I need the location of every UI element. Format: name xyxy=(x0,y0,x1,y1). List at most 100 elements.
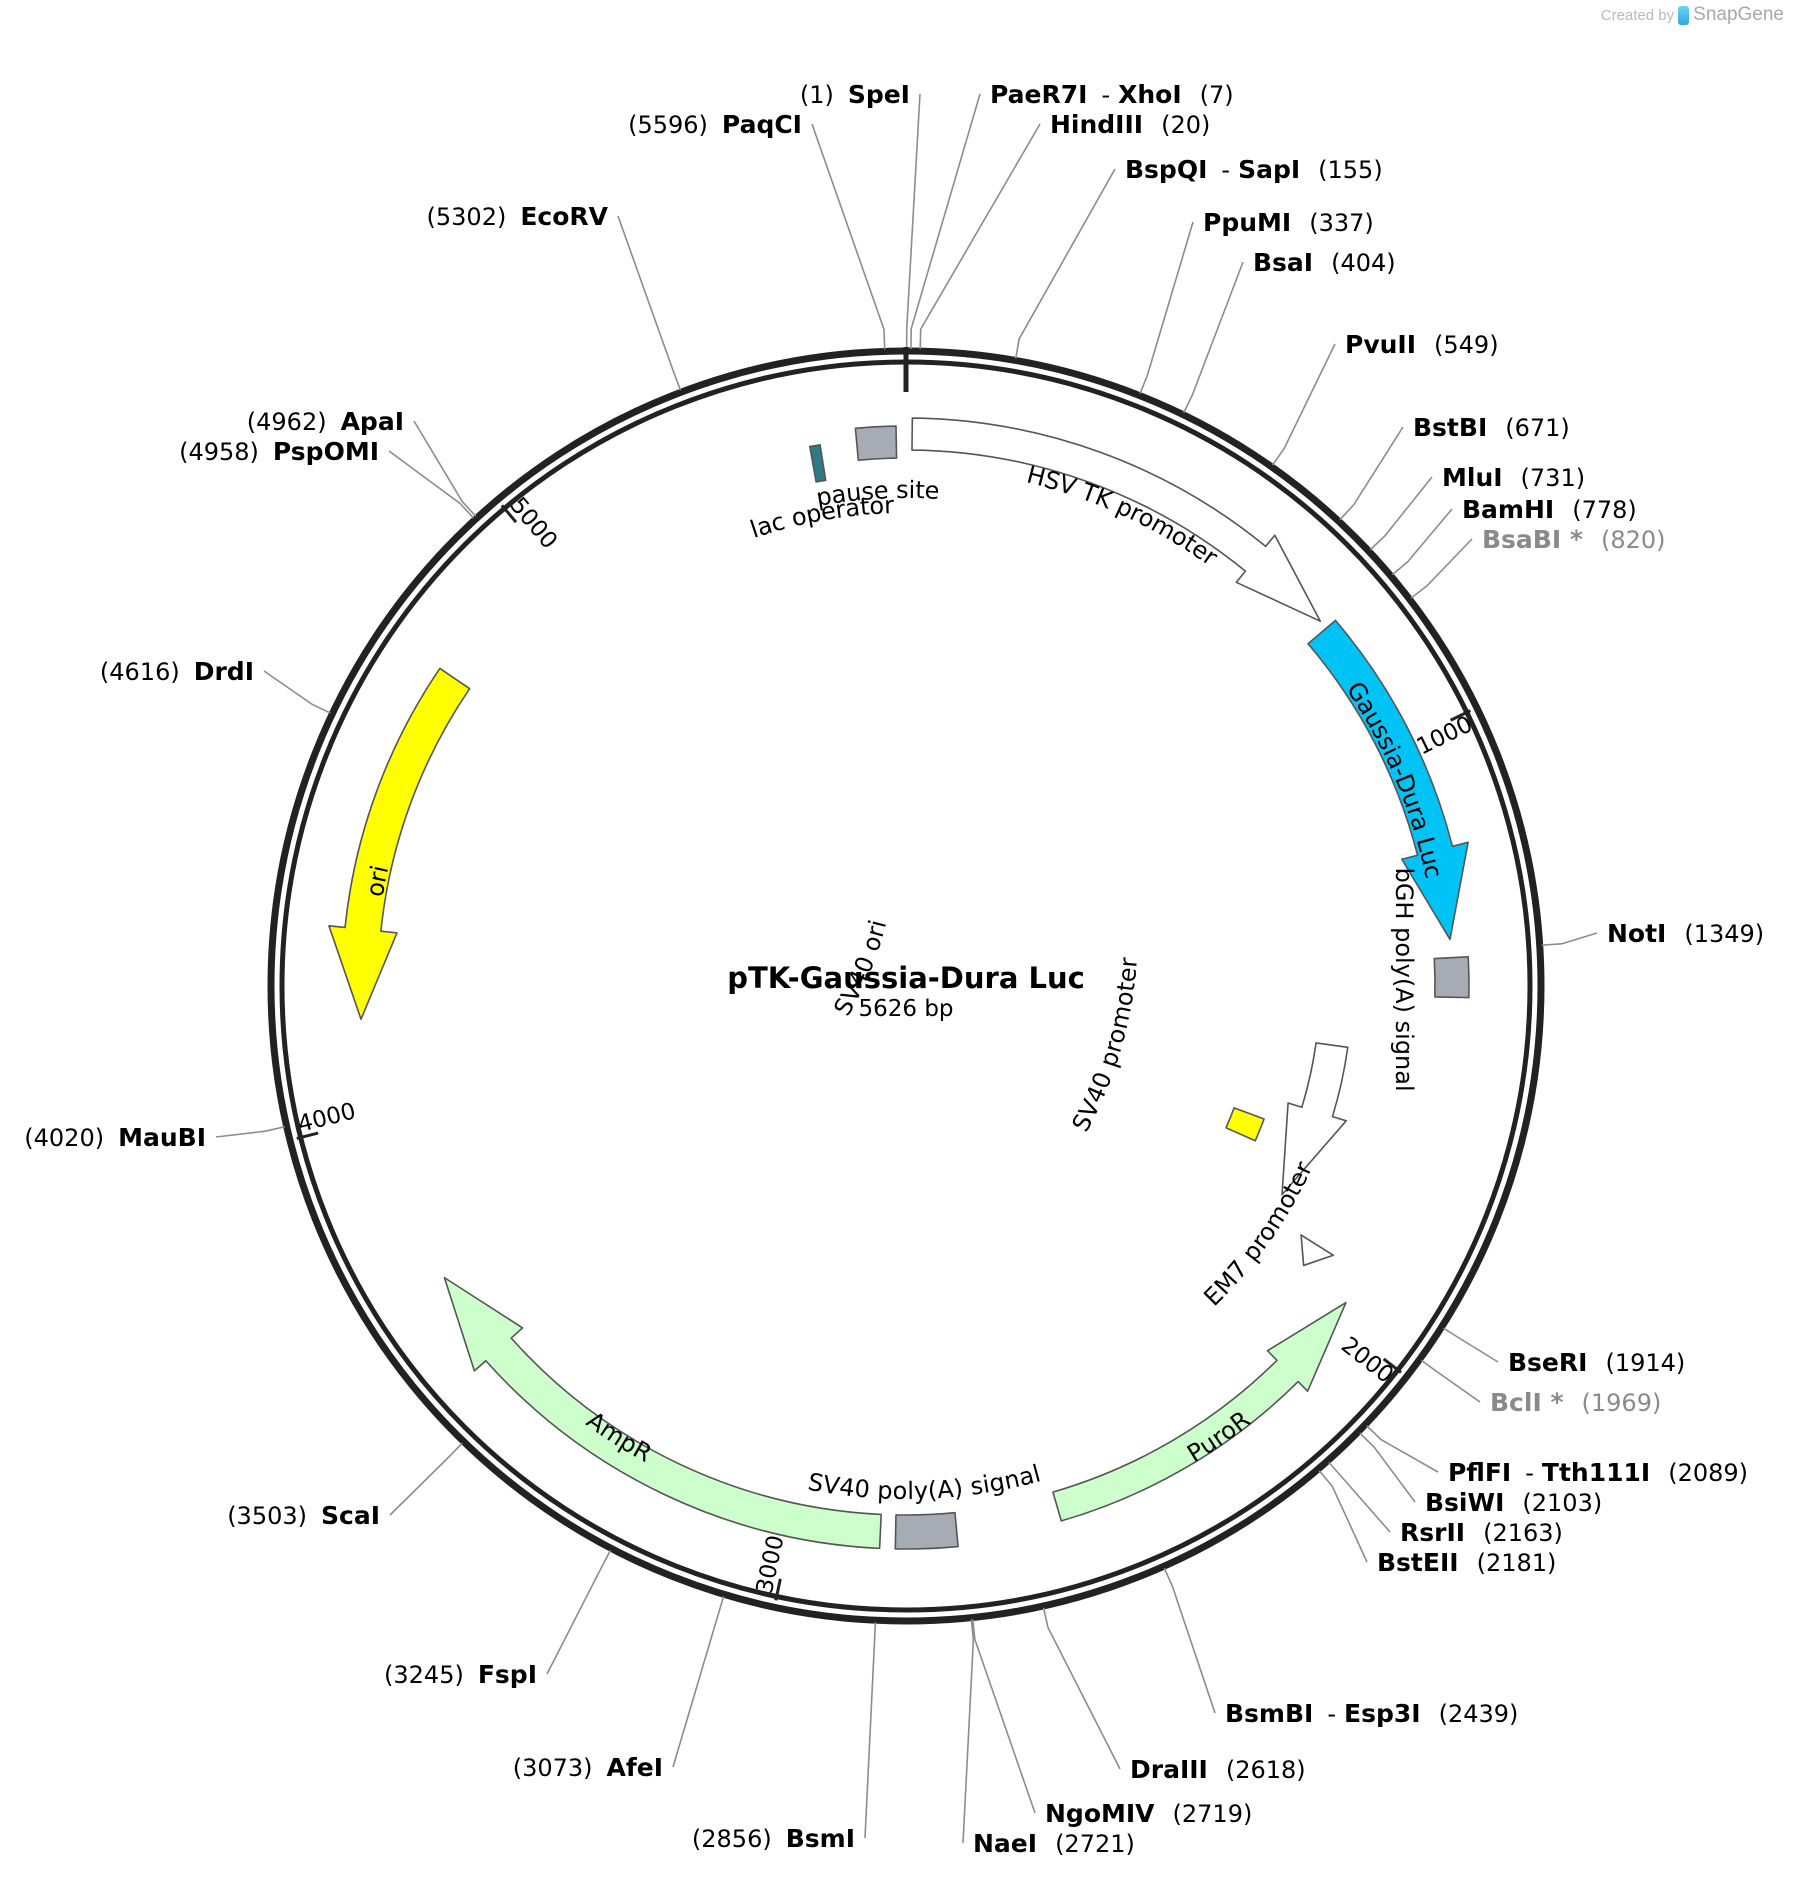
leader-bsmbi xyxy=(1163,1567,1216,1714)
site-pos-drdi: (4616) xyxy=(100,658,180,686)
site-bsmi[interactable]: (2856)BsmI xyxy=(692,1824,855,1853)
site-paqci[interactable]: (5596)PaqCI xyxy=(628,110,802,139)
site-name-ppumi: PpuMI xyxy=(1203,208,1291,237)
site-label-bsai[interactable]: BsaI(404) xyxy=(1253,248,1396,277)
site-label-pvuii[interactable]: PvuII(549) xyxy=(1345,330,1499,359)
site-pflfi[interactable]: PflFI-Tth111I(2089) xyxy=(1448,1458,1748,1487)
site-name-apai: ApaI xyxy=(341,407,404,436)
site-name2-bsmbi: Esp3I xyxy=(1344,1699,1421,1728)
hsv-tk-promoter-shape xyxy=(911,417,1322,622)
site-name-ecorv: EcoRV xyxy=(520,202,608,231)
site-label-afei[interactable]: (3073)AfeI xyxy=(513,1753,663,1782)
leader-bspqi xyxy=(1014,168,1116,359)
site-pspomi[interactable]: (4958)PspOMI xyxy=(179,437,379,466)
site-label-pflfi[interactable]: PflFI-Tth111I(2089) xyxy=(1448,1458,1748,1487)
site-label-bsiwi[interactable]: BsiWI(2103) xyxy=(1425,1488,1602,1517)
site-bcli[interactable]: BclI * (1969) xyxy=(1490,1388,1661,1417)
snapgene-credit: Created by SnapGene xyxy=(1601,4,1784,26)
site-bspqi[interactable]: BspQI-SapI(155) xyxy=(1125,155,1383,184)
site-label-bcli[interactable]: BclI * (1969) xyxy=(1490,1388,1661,1417)
site-label-noti[interactable]: NotI(1349) xyxy=(1607,919,1764,948)
site-ngomiv[interactable]: NgoMIV(2719) xyxy=(1045,1799,1252,1828)
site-afei[interactable]: (3073)AfeI xyxy=(513,1753,663,1782)
puror-shape xyxy=(1052,1301,1347,1522)
site-ecorv[interactable]: (5302)EcoRV xyxy=(427,202,609,231)
site-draiii[interactable]: DraIII(2618) xyxy=(1130,1755,1306,1784)
site-name-hindiii: HindIII xyxy=(1050,110,1143,139)
site-sep-bsmbi: - xyxy=(1327,1700,1336,1728)
site-name-bamhi: BamHI xyxy=(1462,495,1554,524)
site-label-maubi[interactable]: (4020)MauBI xyxy=(24,1123,206,1152)
site-spei[interactable]: (1)SpeI xyxy=(800,80,910,109)
site-label-apai[interactable]: (4962)ApaI xyxy=(247,407,404,436)
site-label-ppumi[interactable]: PpuMI(337) xyxy=(1203,208,1374,237)
site-pos-mlui: (731) xyxy=(1521,464,1586,492)
site-paer7i[interactable]: PaeR7I-XhoI(7) xyxy=(990,80,1234,109)
site-label-fspi[interactable]: (3245)FspI xyxy=(384,1660,537,1689)
site-sep-pflfi: - xyxy=(1525,1459,1534,1487)
site-label-bstbi[interactable]: BstBI(671) xyxy=(1413,413,1570,442)
site-label-spei[interactable]: (1)SpeI xyxy=(800,80,910,109)
leader-afei xyxy=(672,1596,725,1768)
leader-bsabi xyxy=(1410,538,1473,599)
site-ppumi[interactable]: PpuMI(337) xyxy=(1203,208,1374,237)
site-label-bsteii[interactable]: BstEII(2181) xyxy=(1377,1548,1556,1577)
site-name-paer7i: PaeR7I xyxy=(990,80,1087,109)
leader-bsmi xyxy=(864,1622,877,1839)
site-label-ecorv[interactable]: (5302)EcoRV xyxy=(427,202,609,231)
site-name-noti: NotI xyxy=(1607,919,1666,948)
site-label-ngomiv[interactable]: NgoMIV(2719) xyxy=(1045,1799,1252,1828)
site-bsabi[interactable]: BsaBI *(820) xyxy=(1482,525,1666,554)
site-bamhi[interactable]: BamHI(778) xyxy=(1462,495,1637,524)
site-mlui[interactable]: MluI(731) xyxy=(1442,463,1585,492)
site-label-naei[interactable]: NaeI(2721) xyxy=(973,1829,1135,1858)
site-bsiwi[interactable]: BsiWI(2103) xyxy=(1425,1488,1602,1517)
site-pos-scai: (3503) xyxy=(227,1502,307,1530)
site-label-pspomi[interactable]: (4958)PspOMI xyxy=(179,437,379,466)
site-name-bsteii: BstEII xyxy=(1377,1548,1459,1577)
site-name-pspomi: PspOMI xyxy=(273,437,379,466)
site-bstbi[interactable]: BstBI(671) xyxy=(1413,413,1570,442)
site-pos-spei: (1) xyxy=(800,81,834,109)
site-naei[interactable]: NaeI(2721) xyxy=(973,1829,1135,1858)
site-label-hindiii[interactable]: HindIII(20) xyxy=(1050,110,1210,139)
site-fspi[interactable]: (3245)FspI xyxy=(384,1660,537,1689)
site-label-bsabi[interactable]: BsaBI *(820) xyxy=(1482,525,1666,554)
site-bseri[interactable]: BseRI(1914) xyxy=(1508,1348,1685,1377)
site-rsrii[interactable]: RsrII(2163) xyxy=(1400,1518,1563,1547)
site-maubi[interactable]: (4020)MauBI xyxy=(24,1123,206,1152)
leader-drdi xyxy=(263,670,331,714)
site-sep-paer7i: - xyxy=(1101,81,1110,109)
site-label-bspqi[interactable]: BspQI-SapI(155) xyxy=(1125,155,1383,184)
site-bsteii[interactable]: BstEII(2181) xyxy=(1377,1548,1556,1577)
site-label-scai[interactable]: (3503)ScaI xyxy=(227,1501,380,1530)
site-pos-bcli: (1969) xyxy=(1582,1389,1662,1417)
ori-shape xyxy=(328,667,471,1021)
site-label-drdi[interactable]: (4616)DrdI xyxy=(100,657,254,686)
site-pos-bsmbi: (2439) xyxy=(1439,1700,1519,1728)
site-label-paqci[interactable]: (5596)PaqCI xyxy=(628,110,802,139)
site-label-rsrii[interactable]: RsrII(2163) xyxy=(1400,1518,1563,1547)
site-label-bsmbi[interactable]: BsmBI-Esp3I(2439) xyxy=(1225,1699,1518,1728)
site-hindiii[interactable]: HindIII(20) xyxy=(1050,110,1210,139)
site-label-bseri[interactable]: BseRI(1914) xyxy=(1508,1348,1685,1377)
site-apai[interactable]: (4962)ApaI xyxy=(247,407,404,436)
site-bsmbi[interactable]: BsmBI-Esp3I(2439) xyxy=(1225,1699,1518,1728)
em7-promoter-shape xyxy=(1300,1234,1335,1267)
site-noti[interactable]: NotI(1349) xyxy=(1607,919,1764,948)
site-bsai[interactable]: BsaI(404) xyxy=(1253,248,1396,277)
tick-mark-2000 xyxy=(1382,1357,1402,1374)
site-label-bsmi[interactable]: (2856)BsmI xyxy=(692,1824,855,1853)
site-label-mlui[interactable]: MluI(731) xyxy=(1442,463,1585,492)
ampr-shape xyxy=(443,1276,882,1550)
em7-promoter-label: EM7 promoter xyxy=(1198,1157,1318,1311)
site-name-bcli: BclI * xyxy=(1490,1388,1564,1417)
site-drdi[interactable]: (4616)DrdI xyxy=(100,657,254,686)
site-scai[interactable]: (3503)ScaI xyxy=(227,1501,380,1530)
site-label-bamhi[interactable]: BamHI(778) xyxy=(1462,495,1637,524)
site-label-paer7i[interactable]: PaeR7I-XhoI(7) xyxy=(990,80,1234,109)
tick-mark-3000 xyxy=(774,1578,782,1601)
site-label-draiii[interactable]: DraIII(2618) xyxy=(1130,1755,1306,1784)
site-pvuii[interactable]: PvuII(549) xyxy=(1345,330,1499,359)
